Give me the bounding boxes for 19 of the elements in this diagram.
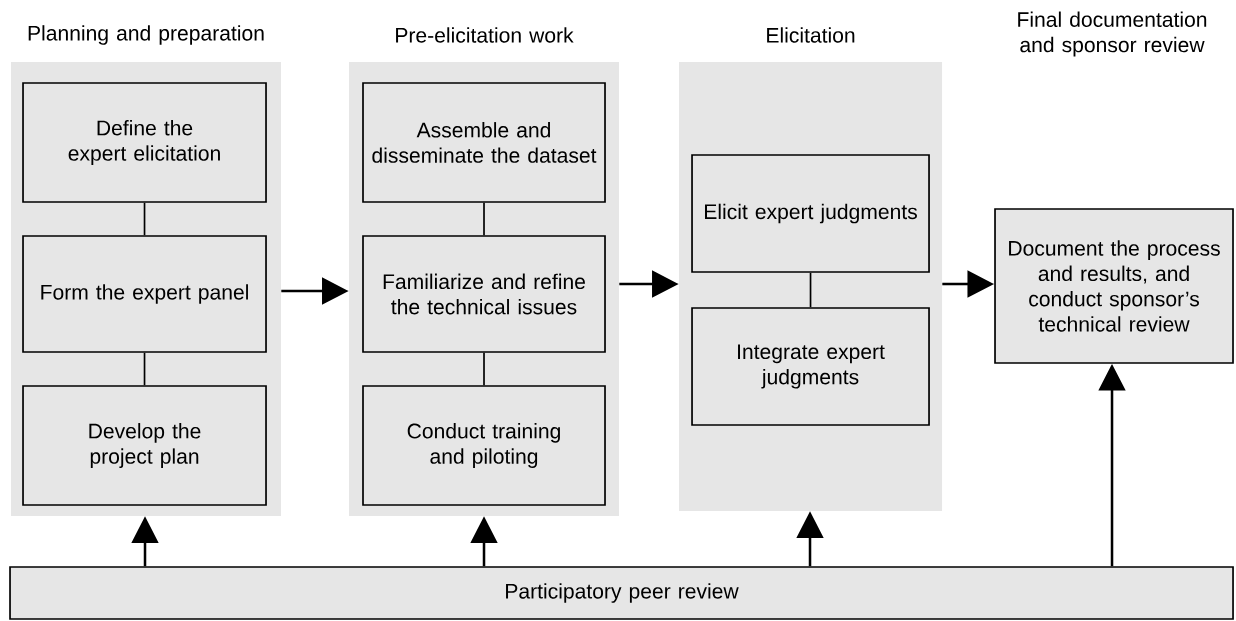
connector-line — [143, 352, 146, 387]
process-box: Familiarize and refine the technical issues — [362, 235, 606, 353]
process-box: Participatory peer review — [9, 566, 1234, 620]
connector-line — [483, 352, 485, 387]
connector-line — [483, 202, 485, 236]
connector-line — [143, 202, 146, 236]
process-box: Document the process and results, and conduct sponsor’s technical review — [994, 208, 1234, 364]
process-box: Form the expert panel — [22, 235, 267, 353]
process-box: Assemble and disseminate the dataset — [362, 82, 606, 203]
column-heading: Elicitation — [767, 27, 855, 43]
process-box: Integrate expert judgments — [691, 307, 930, 426]
process-box: Elicit expert judgments — [691, 154, 930, 273]
process-box: Develop the project plan — [22, 385, 267, 506]
process-box: Conduct training and piloting — [362, 385, 606, 506]
process-box: Define the expert elicitation — [22, 82, 267, 203]
column-heading: Pre-elicitation work — [396, 27, 574, 43]
connector-line — [809, 272, 812, 308]
column-heading: Planning and preparation — [28, 25, 264, 45]
column-heading: Final documentation and sponsor review — [1018, 11, 1207, 57]
